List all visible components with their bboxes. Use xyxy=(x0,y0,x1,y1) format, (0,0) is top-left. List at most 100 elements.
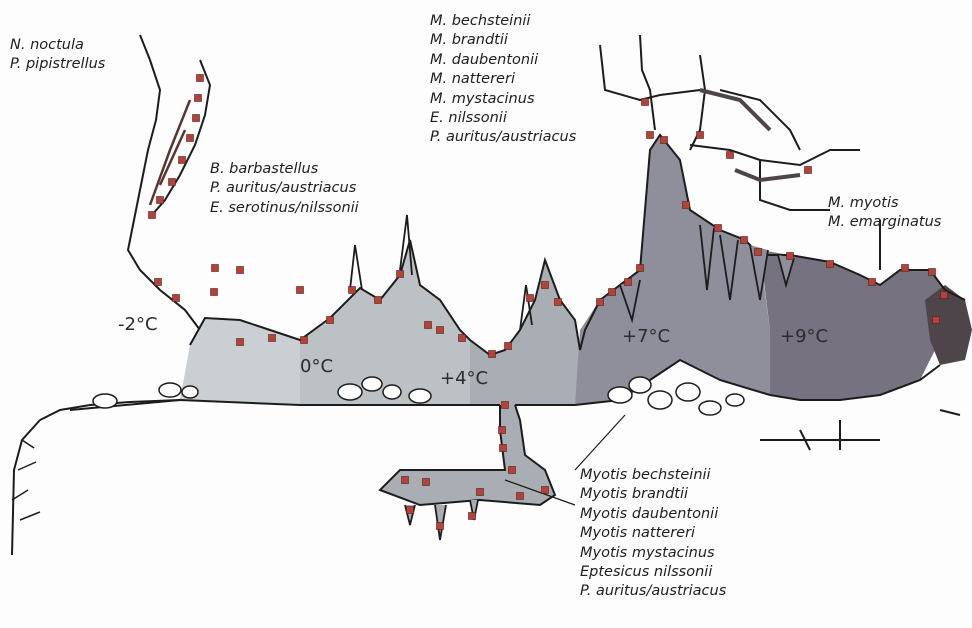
species-name: M. myotis xyxy=(828,194,941,213)
species-name: E. serotinus/nilssonii xyxy=(210,199,359,218)
bat-roost-marker xyxy=(647,132,654,139)
bat-roost-marker xyxy=(425,322,432,329)
bat-roost-marker xyxy=(625,279,632,286)
bat-roost-marker xyxy=(155,279,162,286)
temperature-label-plus4: +4°C xyxy=(440,368,488,389)
bat-roost-marker xyxy=(637,265,644,272)
temperature-label-minus2: -2°C xyxy=(118,314,158,335)
species-name: P. auritus/austriacus xyxy=(430,128,576,147)
species-name: Myotis nattereri xyxy=(580,524,726,543)
species-name: M. daubentonii xyxy=(430,51,576,70)
bat-roost-marker xyxy=(683,202,690,209)
bat-roost-marker xyxy=(787,253,794,260)
bat-roost-marker xyxy=(212,265,219,272)
bat-roost-marker xyxy=(459,335,466,342)
bat-roost-marker xyxy=(500,445,507,452)
species-name: P. auritus/austriacus xyxy=(580,582,726,601)
bat-roost-marker xyxy=(499,427,506,434)
bat-roost-marker xyxy=(197,75,204,82)
bat-roost-marker xyxy=(869,279,876,286)
entrance-cliff xyxy=(128,35,200,350)
bat-roost-marker xyxy=(502,402,509,409)
bat-roost-marker xyxy=(929,269,936,276)
bat-roost-marker xyxy=(157,197,164,204)
bat-roost-marker xyxy=(423,479,430,486)
bat-roost-marker xyxy=(169,179,176,186)
bat-roost-marker xyxy=(755,249,762,256)
bat-roost-marker xyxy=(195,95,202,102)
bat-roost-marker xyxy=(327,317,334,324)
bat-roost-marker xyxy=(741,237,748,244)
temperature-label-0: 0°C xyxy=(300,356,333,377)
bat-roost-marker xyxy=(402,477,409,484)
bat-roost-marker xyxy=(489,351,496,358)
bat-roost-marker xyxy=(902,265,909,272)
lower-fissure xyxy=(760,410,960,450)
species-name: M. brandtii xyxy=(430,31,576,50)
species-name: M. nattereri xyxy=(430,70,576,89)
bat-roost-marker xyxy=(297,287,304,294)
bat-roost-marker xyxy=(437,327,444,334)
bat-roost-marker xyxy=(193,115,200,122)
temperature-label-plus7: +7°C xyxy=(622,326,670,347)
bat-roost-marker xyxy=(237,267,244,274)
species-name: Myotis daubentonii xyxy=(580,505,726,524)
label-deep-species: M. myotis M. emarginatus xyxy=(828,194,941,233)
bat-roost-marker xyxy=(542,282,549,289)
bat-roost-marker xyxy=(469,513,476,520)
species-name: Myotis bechsteinii xyxy=(580,466,726,485)
species-name: N. noctula xyxy=(10,36,105,55)
bat-roost-marker xyxy=(642,99,649,106)
bat-roost-marker xyxy=(179,157,186,164)
label-entrance-species: B. barbastellus P. auritus/austriacus E.… xyxy=(210,160,359,218)
bat-roost-marker xyxy=(542,487,549,494)
bat-roost-marker xyxy=(237,339,244,346)
label-outer-species: N. noctula P. pipistrellus xyxy=(10,36,105,75)
bat-roost-marker xyxy=(269,335,276,342)
bat-roost-marker xyxy=(827,261,834,268)
bat-roost-marker xyxy=(941,292,948,299)
species-name: Myotis brandtii xyxy=(580,485,726,504)
temperature-label-plus9: +9°C xyxy=(780,326,828,347)
bat-roost-marker xyxy=(805,167,812,174)
species-name: Myotis mystacinus xyxy=(580,544,726,563)
species-name: P. auritus/austriacus xyxy=(210,179,359,198)
bat-roost-marker xyxy=(597,299,604,306)
bat-roost-marker xyxy=(727,152,734,159)
bat-roost-marker xyxy=(211,289,218,296)
bat-roost-marker xyxy=(407,507,414,514)
species-name: M. mystacinus xyxy=(430,90,576,109)
bat-roost-marker xyxy=(555,299,562,306)
species-name: P. pipistrellus xyxy=(10,55,105,74)
pit-stalactites xyxy=(405,500,478,540)
bat-roost-marker xyxy=(397,271,404,278)
bat-roost-marker xyxy=(437,523,444,530)
species-name: B. barbastellus xyxy=(210,160,359,179)
bat-roost-marker xyxy=(509,467,516,474)
bat-roost-marker xyxy=(609,289,616,296)
species-name: M. bechsteinii xyxy=(430,12,576,31)
bat-roost-marker xyxy=(187,135,194,142)
bat-roost-marker xyxy=(173,295,180,302)
bat-roost-marker xyxy=(933,317,940,324)
bat-roost-marker xyxy=(505,343,512,350)
bat-roost-marker xyxy=(375,297,382,304)
bat-roost-marker xyxy=(697,132,704,139)
species-name: M. emarginatus xyxy=(828,213,941,232)
rock-crack xyxy=(12,440,40,520)
bat-roost-marker xyxy=(301,337,308,344)
zone-lower-pit xyxy=(380,405,555,505)
label-upper-shaft-species: M. bechsteinii M. brandtii M. daubentoni… xyxy=(430,12,576,148)
bat-roost-marker xyxy=(527,295,534,302)
bat-roost-marker xyxy=(477,489,484,496)
bat-roost-marker xyxy=(349,287,356,294)
bat-roost-marker xyxy=(715,225,722,232)
upper-fissure-dark xyxy=(700,90,800,180)
bat-roost-marker xyxy=(517,493,524,500)
outer-rock-outline xyxy=(12,400,180,555)
bat-roost-marker xyxy=(149,212,156,219)
label-lower-pit-species: Myotis bechsteinii Myotis brandtii Myoti… xyxy=(580,466,726,602)
species-name: Eptesicus nilssonii xyxy=(580,563,726,582)
species-name: E. nilssonii xyxy=(430,109,576,128)
